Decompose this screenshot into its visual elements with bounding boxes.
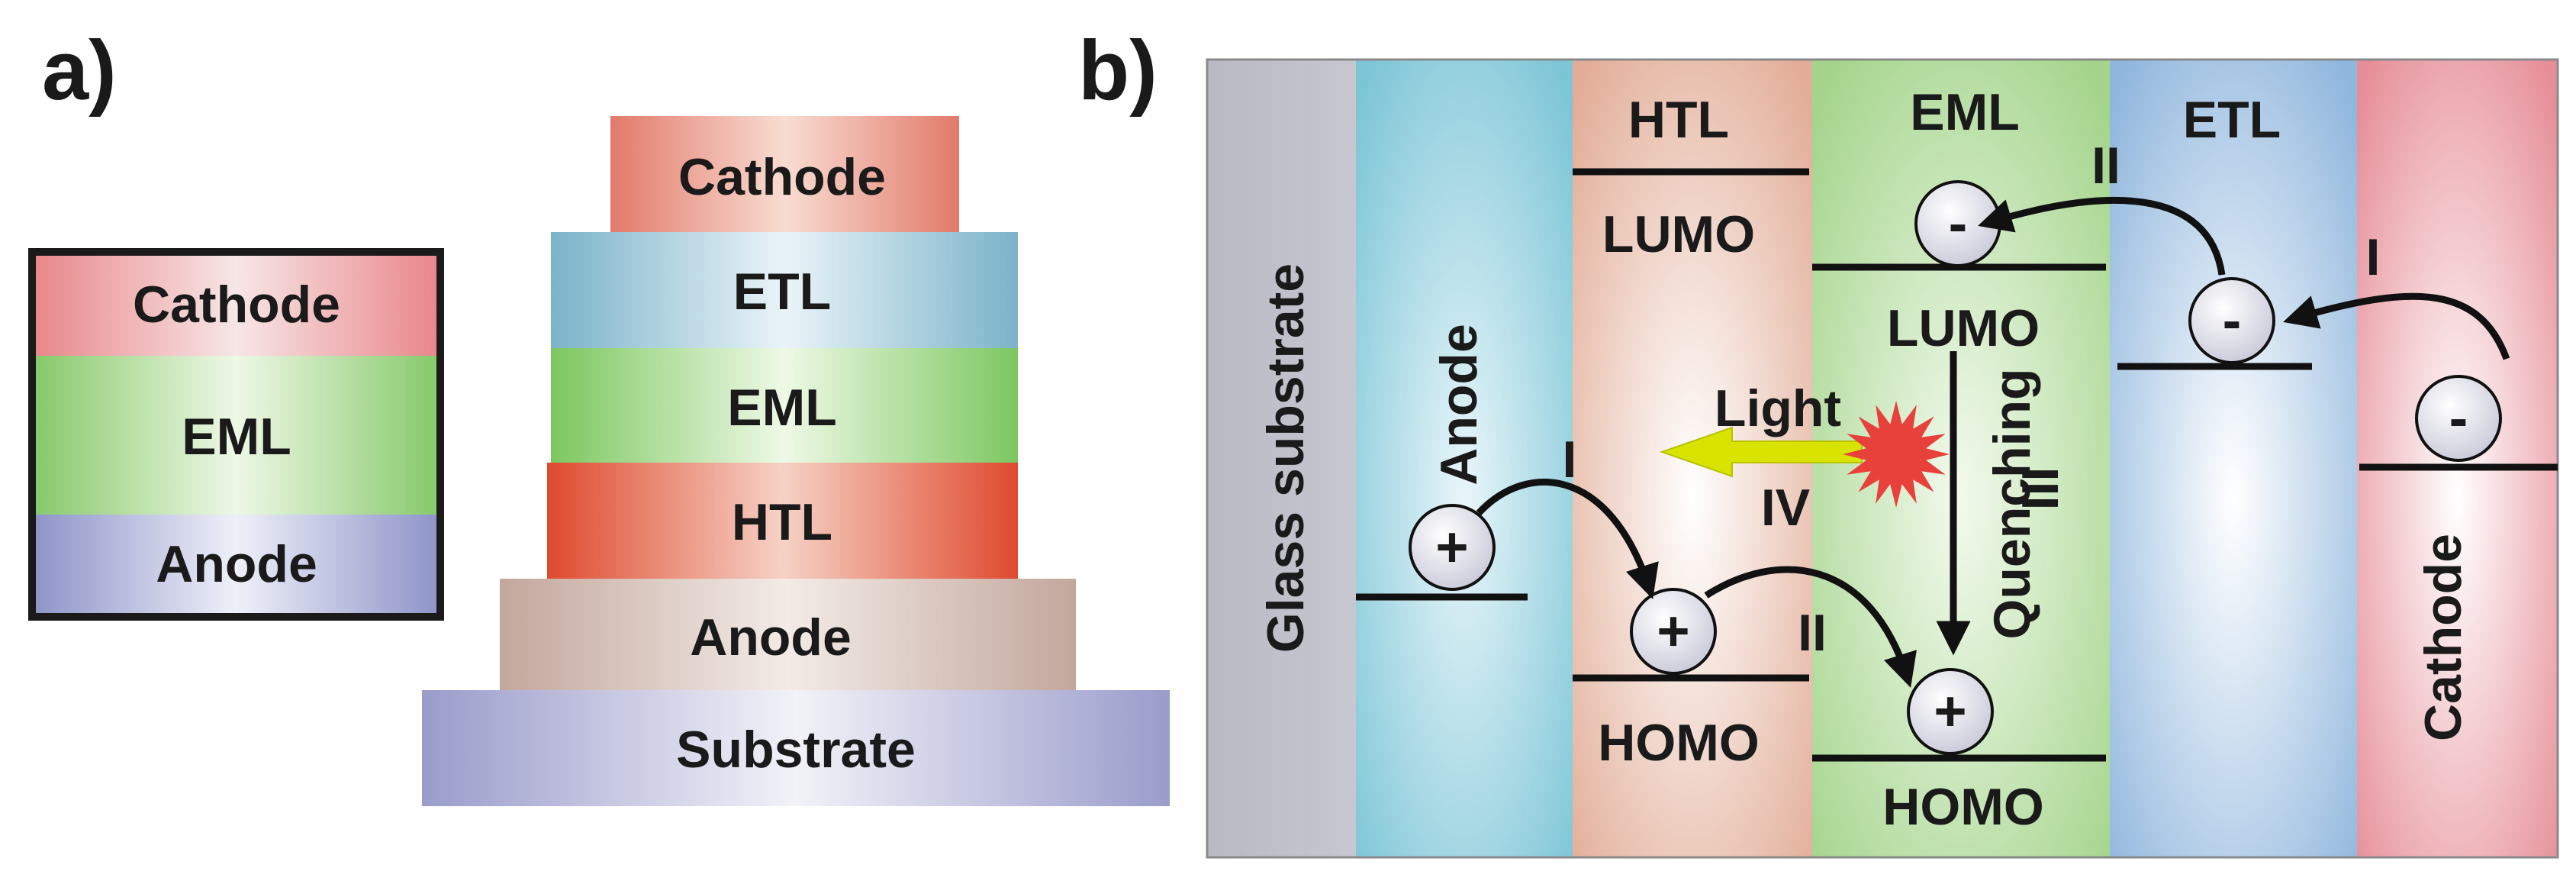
- simple-cathode-layer: [32, 252, 440, 356]
- quenching-label: Quenching: [1983, 368, 2041, 639]
- pyramid-eml-label: EML: [727, 379, 837, 437]
- electron-eml: -: [1914, 180, 2001, 267]
- htl-homo-label: HOMO: [1598, 714, 1760, 772]
- step-3-label: III: [2011, 467, 2069, 511]
- simple-anode-layer: [32, 515, 440, 617]
- arrow-hole-transport: [1704, 566, 1917, 688]
- pyramid-htl-layer: [547, 463, 1018, 579]
- emission-flash: [1843, 401, 1950, 508]
- hole-htl-sign: +: [1657, 599, 1689, 663]
- electron-etl: -: [2188, 277, 2275, 364]
- pyramid-substrate-layer: [422, 690, 1170, 806]
- pyramid-cathode-layer: [610, 116, 959, 232]
- step-1-hole-label: I: [1563, 431, 1577, 489]
- etl-column: [2110, 60, 2357, 857]
- hole-eml-sign: +: [1934, 679, 1966, 743]
- panel-a-label: a): [42, 24, 117, 118]
- energy-level-diagram: Glass substrate Anode HTL EML ETL Cathod…: [1206, 58, 2559, 859]
- htl-label: HTL: [1628, 91, 1729, 149]
- eml-lumo-label: LUMO: [1887, 299, 2040, 357]
- step-1-electron-label: I: [2366, 228, 2381, 286]
- electron-cathode-sign: -: [2449, 386, 2468, 450]
- simple-anode-label: Anode: [156, 535, 317, 593]
- hole-eml: +: [1907, 668, 1994, 755]
- arrow-electron-transport: [1978, 197, 2226, 276]
- arrow-electron-injection: [2283, 292, 2510, 360]
- anode-label: Anode: [1430, 324, 1488, 486]
- anode-column: [1356, 60, 1573, 857]
- step-2-electron-label: II: [2091, 137, 2120, 195]
- pyramid-etl-layer: [551, 232, 1018, 348]
- pyramid-stack: Cathode ETL EML HTL Anode Substrate: [422, 116, 1170, 806]
- diagram-frame: [1206, 58, 2559, 859]
- electron-cathode: -: [2415, 375, 2502, 462]
- hole-anode: +: [1409, 504, 1496, 591]
- light-label: Light: [1715, 379, 1841, 437]
- glass-substrate-column: [1207, 60, 1356, 857]
- etl-label: ETL: [2183, 91, 2281, 149]
- arrow-hole-injection: [1476, 479, 1659, 599]
- glass-substrate-label: Glass substrate: [1257, 263, 1315, 653]
- hole-anode-sign: +: [1435, 515, 1468, 579]
- electron-etl-sign: -: [2223, 289, 2242, 352]
- hole-htl: +: [1630, 588, 1717, 675]
- eml-homo-label: HOMO: [1882, 778, 2044, 836]
- pyramid-anode-label: Anode: [690, 608, 852, 666]
- pyramid-etl-label: ETL: [733, 263, 831, 321]
- simple-stack-frame: [28, 248, 444, 621]
- cathode-label: Cathode: [2414, 534, 2472, 741]
- simple-stack: Cathode EML Anode: [28, 248, 444, 621]
- simple-eml-layer: [32, 356, 440, 515]
- eml-label: EML: [1910, 83, 2020, 141]
- step-2-hole-label: II: [1798, 604, 1827, 662]
- pyramid-anode-layer: [500, 579, 1076, 690]
- htl-lumo-label: LUMO: [1602, 205, 1755, 263]
- pyramid-htl-label: HTL: [732, 493, 832, 551]
- panel-b-label: b): [1078, 24, 1158, 118]
- pyramid-substrate-label: Substrate: [676, 721, 916, 779]
- simple-cathode-label: Cathode: [133, 276, 340, 334]
- pyramid-eml-layer: [551, 348, 1018, 463]
- pyramid-cathode-label: Cathode: [678, 148, 886, 206]
- electron-eml-sign: -: [1949, 192, 1968, 255]
- step-4-label: IV: [1761, 479, 1810, 537]
- simple-eml-label: EML: [182, 408, 291, 466]
